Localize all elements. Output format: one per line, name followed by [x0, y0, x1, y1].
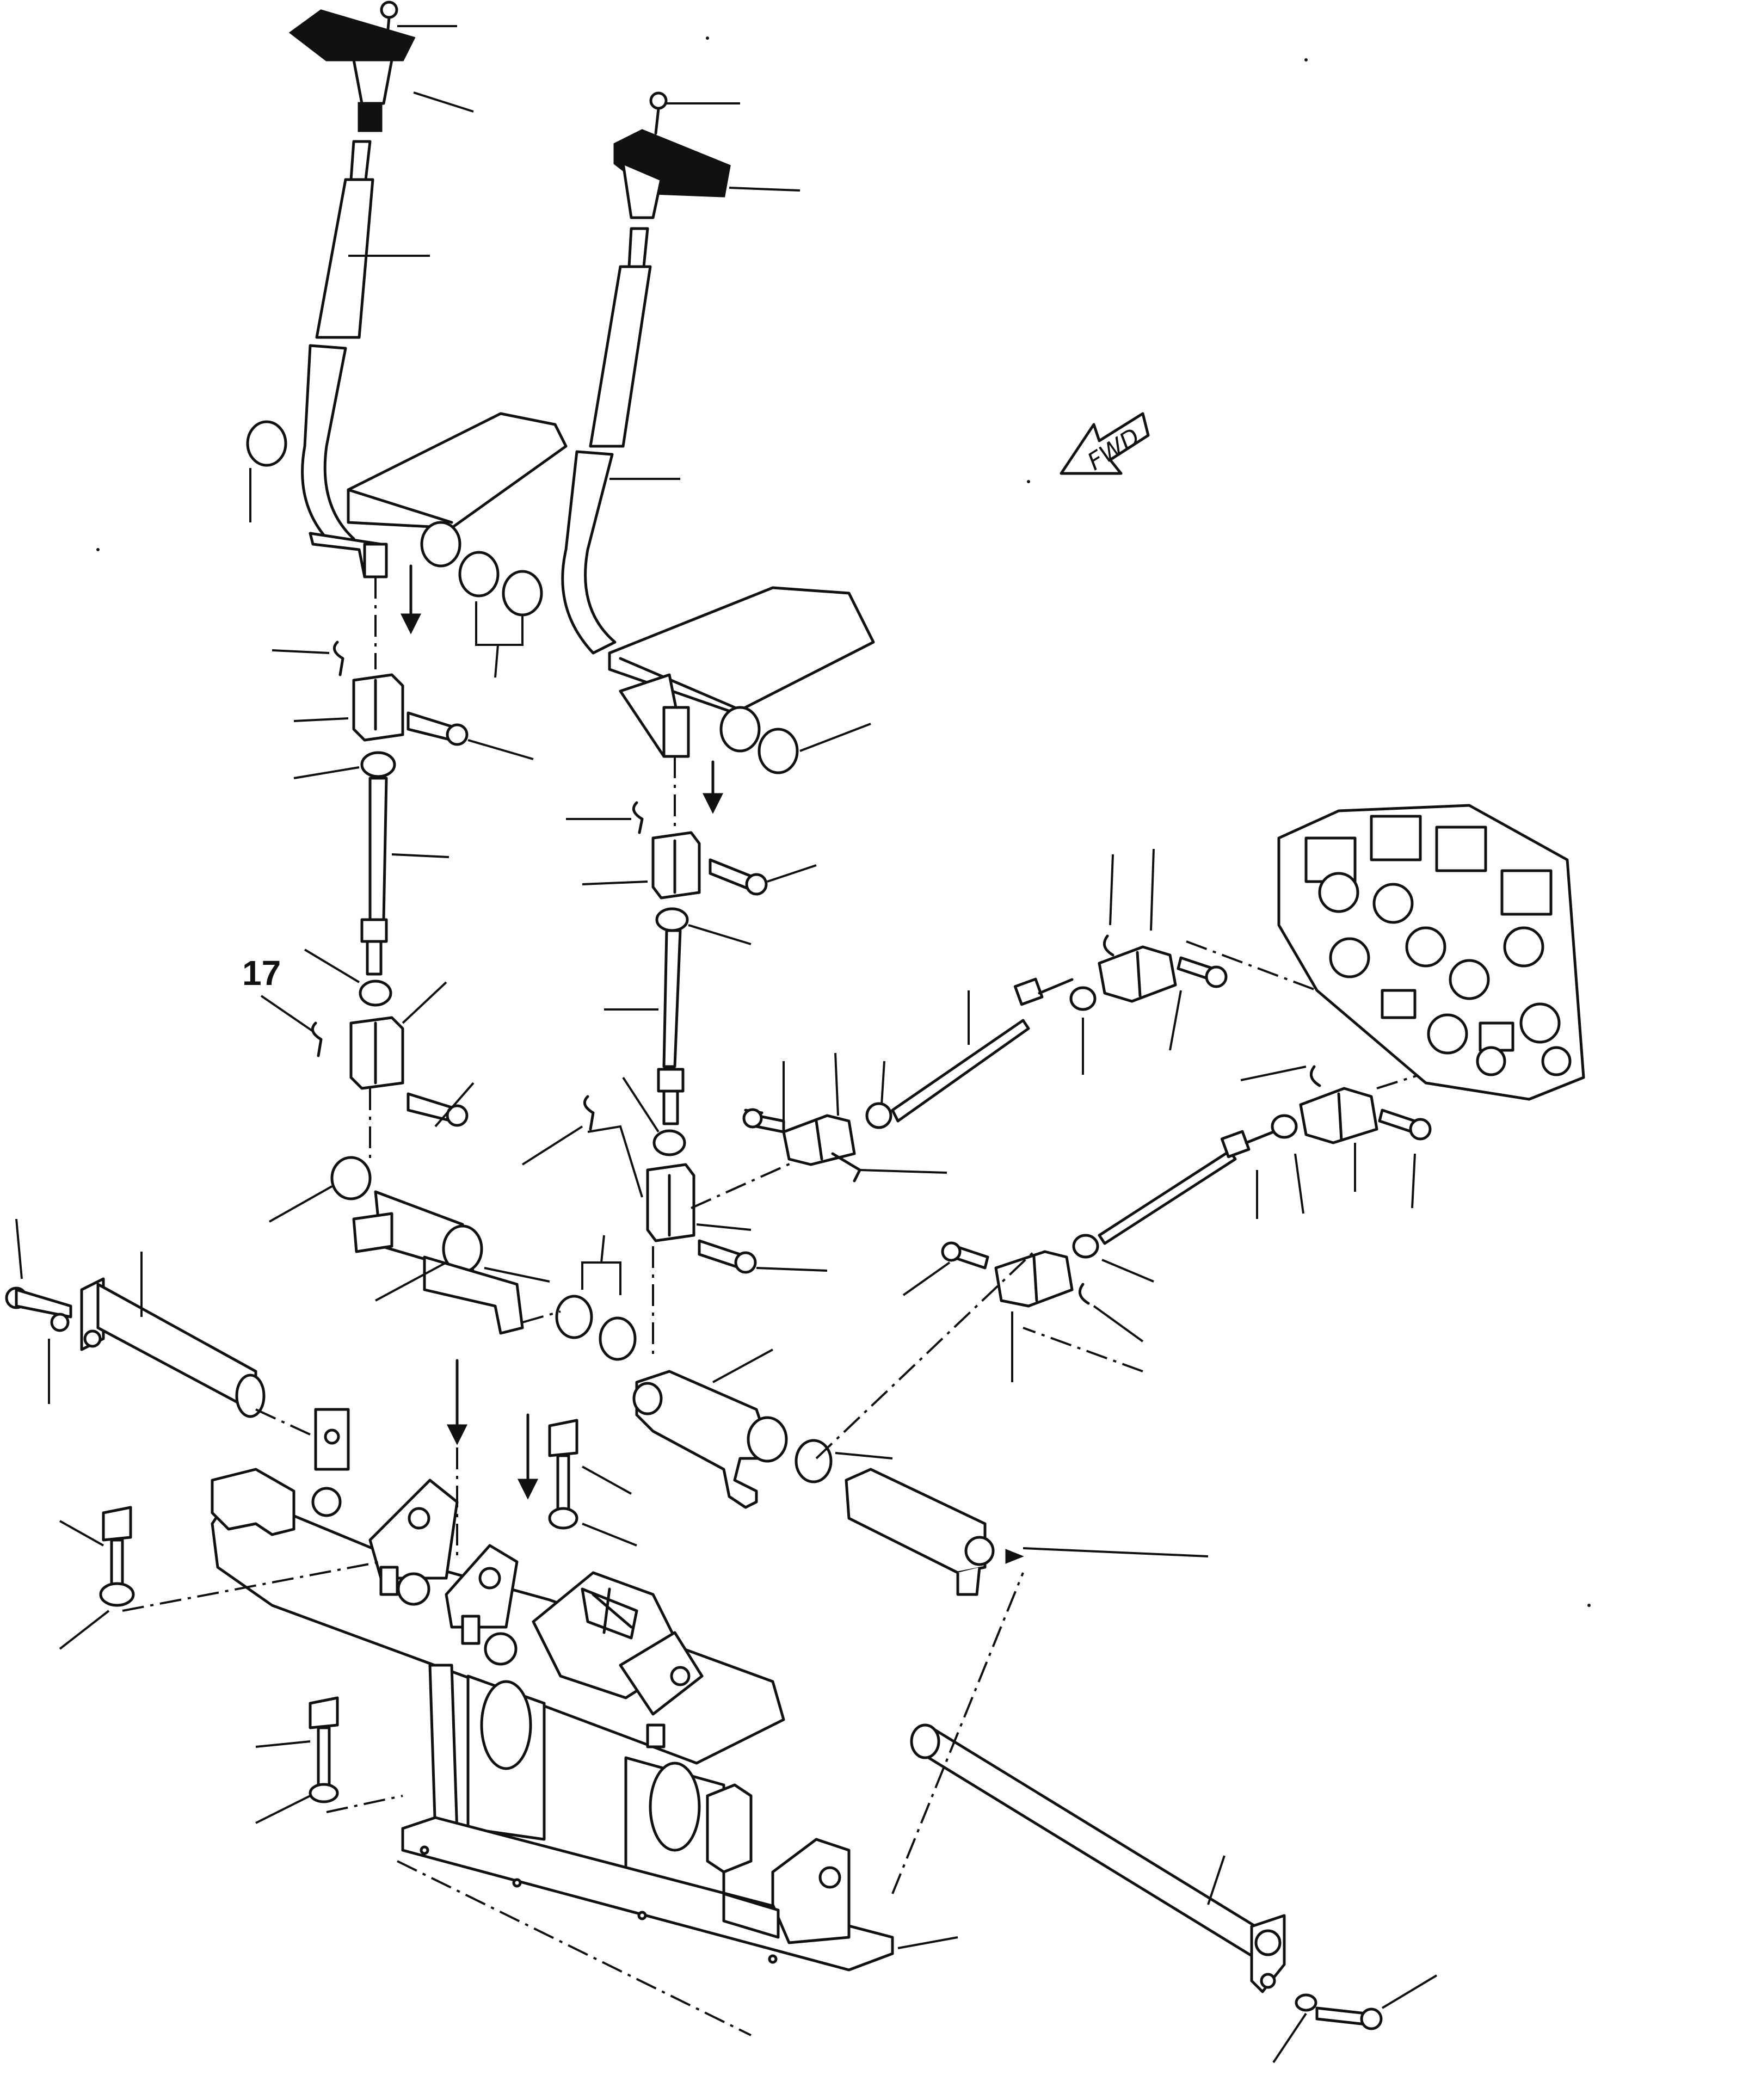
bolt-left	[59, 1506, 381, 1650]
knob-left	[288, 9, 474, 132]
pivot-shaft-upper	[269, 1156, 637, 1361]
cable-rod-lower	[1098, 1149, 1237, 1245]
threaded-rod-left	[368, 777, 388, 921]
lever-grip-tube-left	[315, 178, 374, 339]
bushing-left-c	[458, 551, 500, 598]
left-control-lever	[246, 1, 568, 678]
control-valve-assembly	[1277, 804, 1585, 1101]
pedal-plate-left	[347, 412, 568, 529]
valve-rod-upper	[742, 848, 1317, 1183]
clevis-upper-left	[352, 673, 404, 742]
assembly-arrows	[446, 1359, 539, 1556]
bushing-left-b	[420, 521, 461, 568]
speck	[706, 36, 709, 40]
lever-bent-rod-left	[301, 344, 355, 546]
left-linkage: 17	[242, 641, 534, 1165]
callout-17: 17	[242, 953, 281, 993]
bolt-upper-right	[548, 1419, 637, 1547]
speck	[1587, 1604, 1591, 1607]
knob-right	[613, 129, 800, 219]
speck	[96, 548, 100, 551]
bushing-left-a	[246, 420, 287, 467]
lever-shaft-tip-left	[349, 140, 372, 181]
pivot-shaft-right	[632, 1251, 1209, 1596]
speck	[1304, 58, 1308, 61]
long-shaft-left	[5, 1218, 327, 1443]
long-shaft-right	[891, 1572, 1438, 2064]
arrow-left-icon	[1060, 412, 1150, 475]
speck	[1027, 480, 1030, 483]
valve-rod-lower	[902, 1055, 1481, 1382]
cable-rod-upper	[891, 1019, 1030, 1123]
right-linkage	[521, 801, 849, 1355]
right-control-lever	[561, 91, 875, 833]
fwd-direction-marker: FWD	[1060, 412, 1150, 476]
lever-grip-tube-right	[589, 265, 652, 448]
bolt-lower-left	[255, 1696, 403, 1824]
bushing-left-d	[502, 570, 543, 617]
control-base-frame	[211, 1408, 958, 2036]
knob-screw-right	[649, 91, 740, 135]
